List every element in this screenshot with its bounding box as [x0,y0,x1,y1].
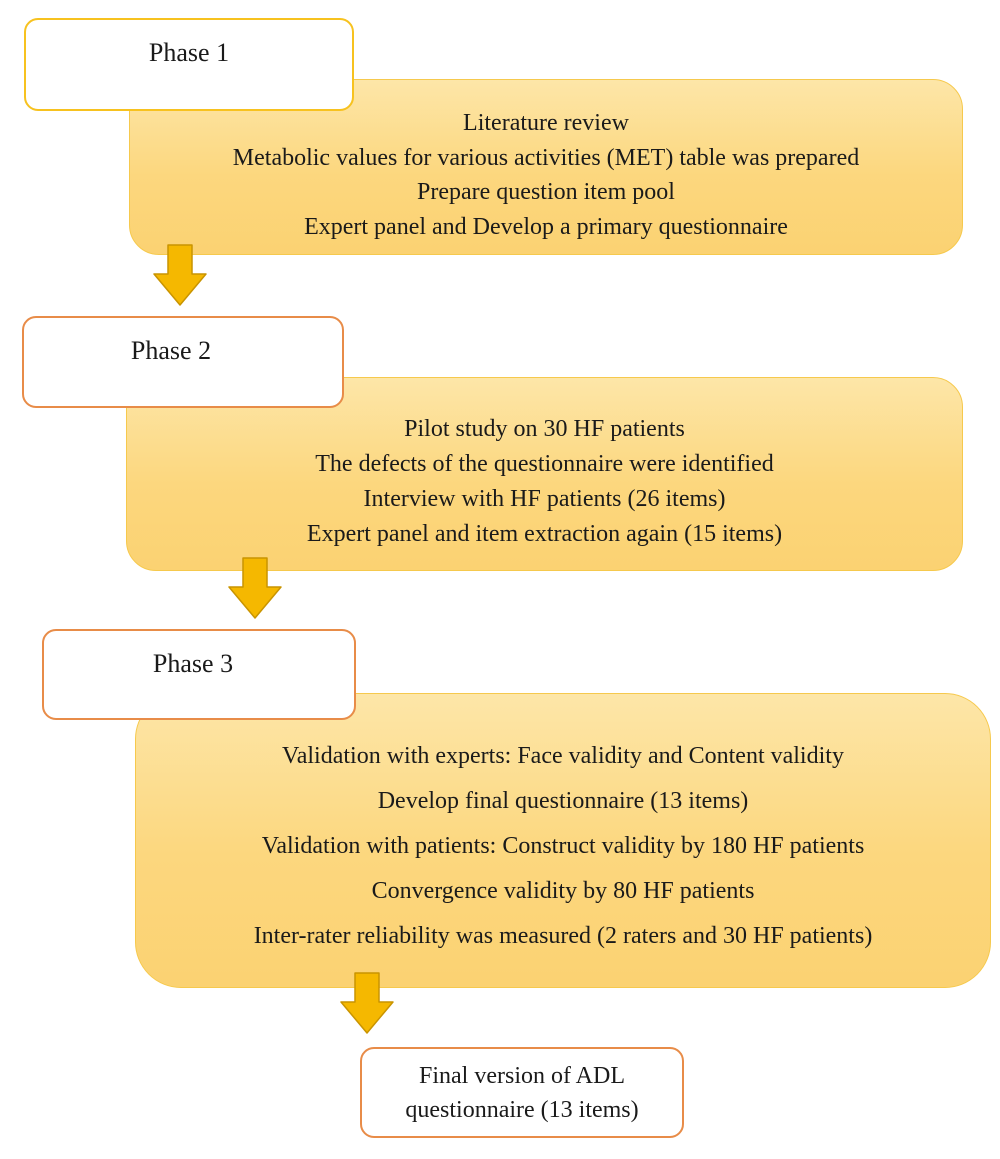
phase-1-step-4: Expert panel and Develop a primary quest… [304,213,788,240]
phase-1-step-3: Prepare question item pool [417,179,675,205]
phase-3-panel: Validation with experts: Face validity a… [135,693,991,988]
phase-3-label-box: Phase 3 [42,629,356,720]
phase-2-step-4: Expert panel and item extraction again (… [306,521,783,547]
phase-2-panel: Pilot study on 30 HF patients The defect… [126,377,963,571]
phase-2-step-3: Interview with HF patients (26 items) [363,486,726,512]
phase-3-step-3: Validation with patients: Construct vali… [261,833,865,859]
down-arrow-icon [340,972,394,1034]
down-arrow-icon [228,557,282,619]
phase-2-label-box: Phase 2 [22,316,344,408]
phase-1-step-2: Metabolic values for various activities … [232,144,860,171]
phase-3-step-5: Inter-rater reliability was measured (2 … [253,923,873,949]
phase-3-label: Phase 3 [152,649,234,678]
phase-1-panel: Literature review Metabolic values for v… [129,79,963,255]
final-version-box: Final version of ADL questionnaire (13 i… [360,1047,684,1138]
phase-1-step-1: Literature review [463,110,629,136]
phase-2-step-1: Pilot study on 30 HF patients [404,416,685,442]
phase-3-step-2: Develop final questionnaire (13 items) [377,788,749,814]
phase-3-step-4: Convergence validity by 80 HF patients [371,878,755,904]
phase-3-step-1: Validation with experts: Face validity a… [282,743,844,769]
final-line-2: questionnaire (13 items) [405,1096,639,1123]
phase-2-label: Phase 2 [130,336,212,365]
down-arrow-icon [153,244,207,306]
phase-2-step-2: The defects of the questionnaire were id… [315,451,774,477]
phase-1-label-box: Phase 1 [24,18,354,111]
phase-1-label: Phase 1 [148,38,230,67]
final-line-1: Final version of ADL [419,1062,625,1089]
